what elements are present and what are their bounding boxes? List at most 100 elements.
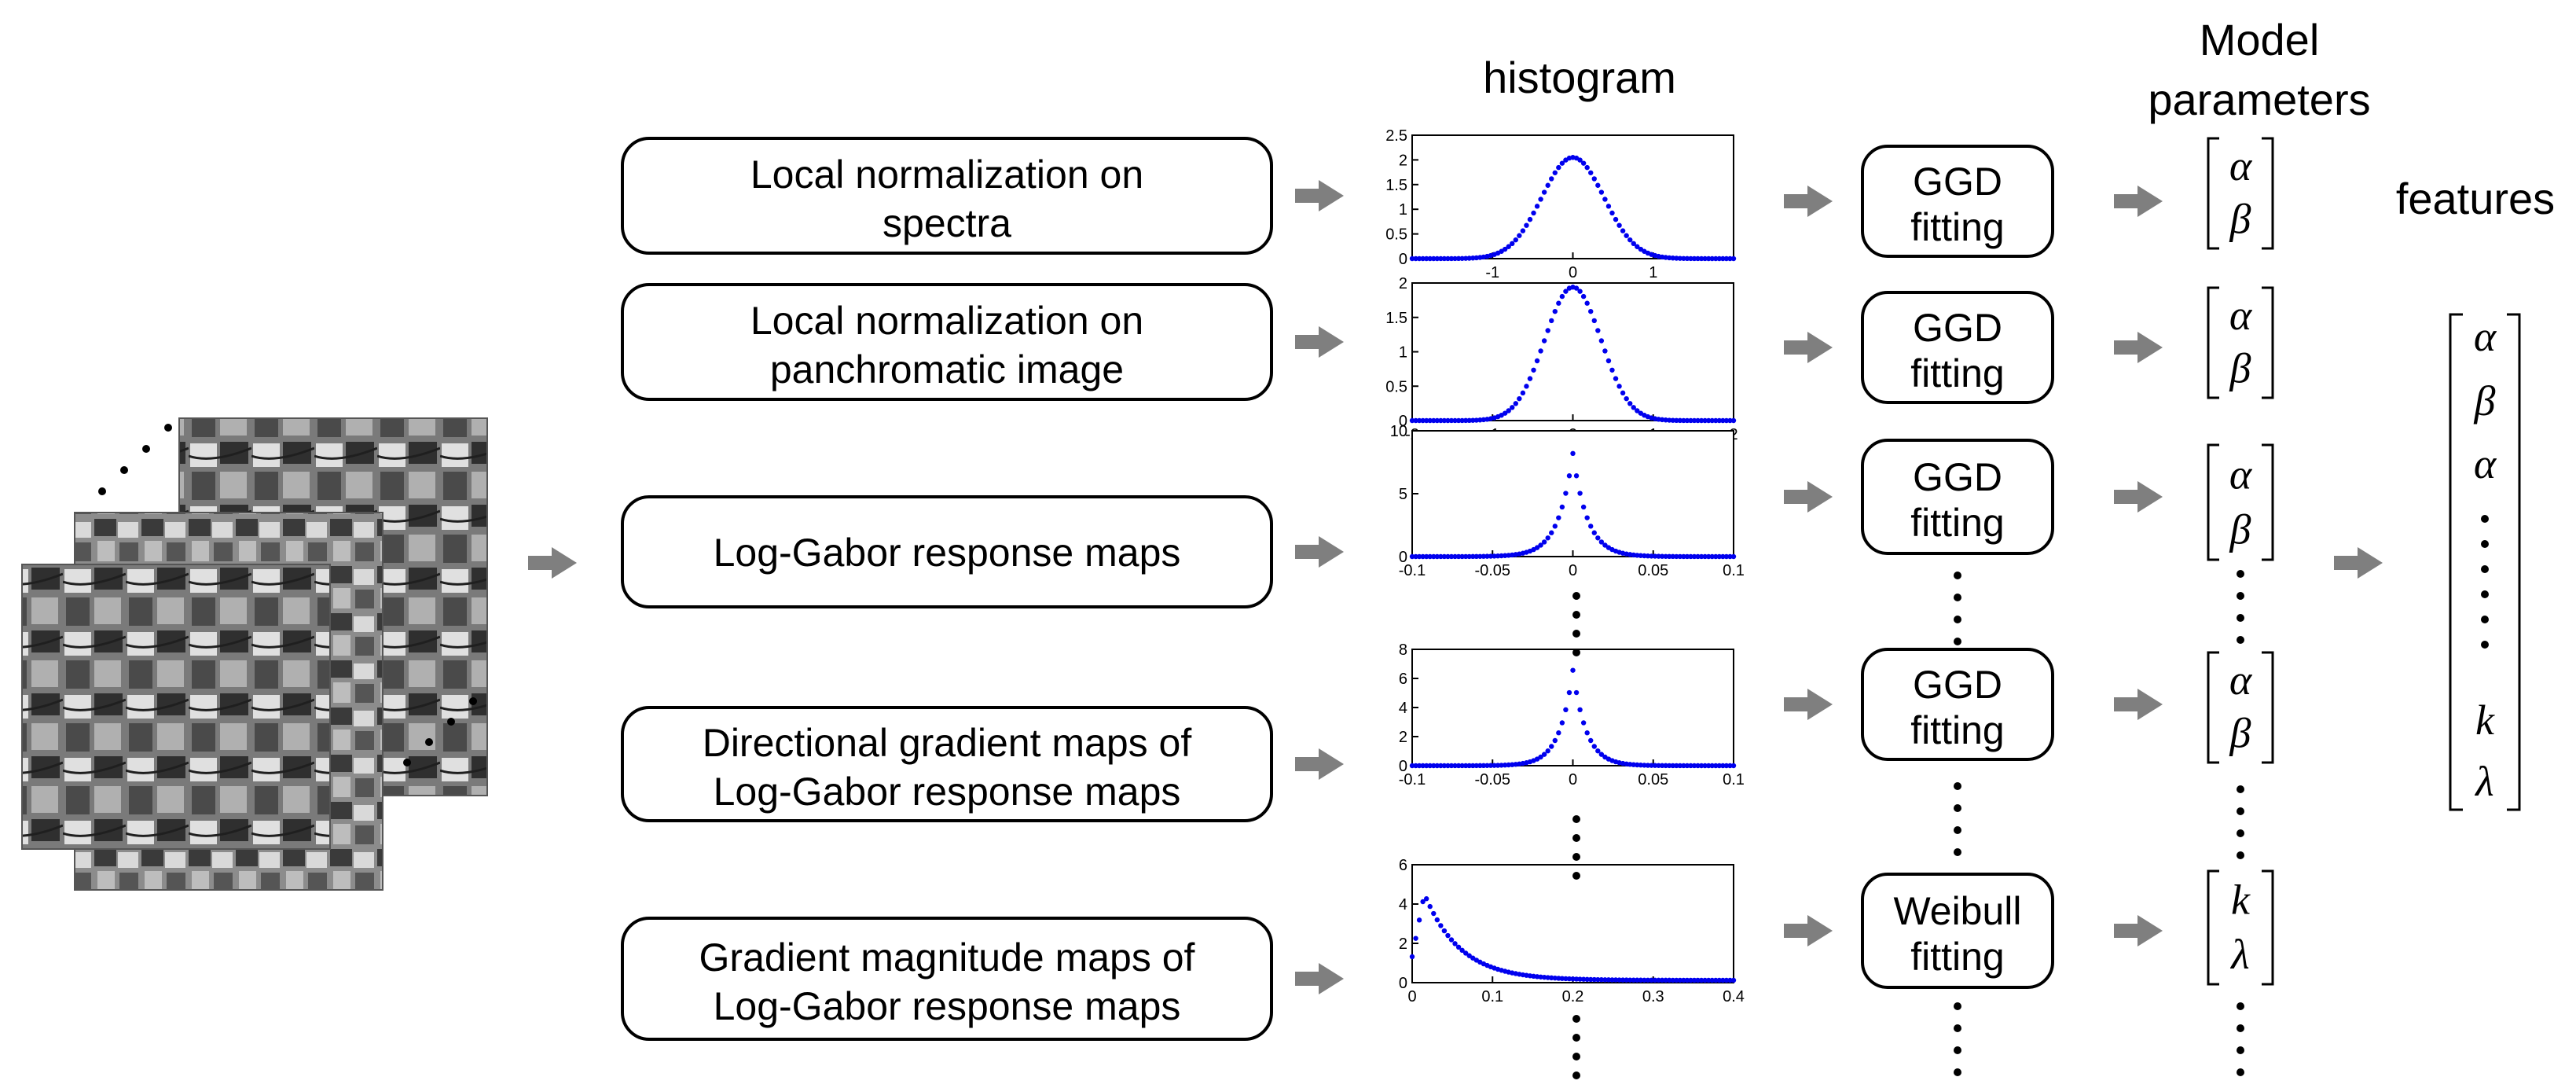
x-tick-label: 0 bbox=[1407, 988, 1416, 1005]
fitting-label-line1: Weibull bbox=[1893, 889, 2021, 933]
histogram-header: histogram bbox=[1483, 53, 1676, 102]
histogram-curve bbox=[1409, 285, 1737, 424]
arrow-to-fitting bbox=[1784, 689, 1833, 720]
parameter-symbol: β bbox=[2229, 195, 2251, 242]
fitting-label-line2: fitting bbox=[1910, 351, 2005, 395]
histogram-ellipsis-2 bbox=[1572, 815, 1580, 880]
fitting-label-line2: fitting bbox=[1910, 205, 2005, 249]
parameter-symbol: α bbox=[2229, 656, 2253, 704]
histogram-curve bbox=[1409, 667, 1737, 769]
fitting-label-line1: GGD bbox=[1913, 455, 2002, 499]
satellite-image-front bbox=[21, 564, 331, 850]
parameter-symbol: β bbox=[2229, 709, 2251, 756]
arrow-to-parameters bbox=[2114, 915, 2163, 946]
process-label-line1: Gradient magnitude maps of bbox=[699, 935, 1195, 980]
y-tick-label: 0.5 bbox=[1385, 378, 1407, 395]
x-tick-label: 0.4 bbox=[1723, 988, 1745, 1005]
arrow-to-parameters bbox=[2114, 689, 2163, 720]
y-tick-label: 10 bbox=[1390, 423, 1407, 440]
histogram-ellipsis-1 bbox=[1572, 592, 1580, 656]
parameter-symbol: α bbox=[2229, 450, 2253, 498]
x-tick-label: -0.1 bbox=[1399, 562, 1426, 579]
arrow-to-histogram bbox=[1295, 963, 1344, 994]
x-tick-label: 0.3 bbox=[1642, 988, 1664, 1005]
arrow-to-parameters bbox=[2114, 332, 2163, 363]
x-tick-label: -0.05 bbox=[1474, 771, 1510, 788]
histogram-curve bbox=[1409, 896, 1737, 983]
process-label-line2: spectra bbox=[883, 201, 1011, 245]
arrow-to-features bbox=[2334, 547, 2383, 579]
x-tick-label: 0.1 bbox=[1723, 562, 1745, 579]
y-tick-label: 6 bbox=[1399, 671, 1407, 688]
x-tick-label: -0.05 bbox=[1474, 562, 1510, 579]
y-tick-label: 2 bbox=[1399, 729, 1407, 746]
histogram-curve bbox=[1409, 450, 1737, 560]
histogram-plot: 00.511.52-2-1012 bbox=[1385, 275, 1738, 443]
y-tick-label: 2 bbox=[1399, 275, 1407, 292]
parameter-symbol: λ bbox=[2229, 931, 2249, 978]
feature-ellipsis bbox=[2481, 515, 2489, 649]
feature-bracket-left bbox=[2449, 313, 2463, 811]
fitting-ellipsis-1 bbox=[1954, 572, 1961, 645]
arrow-to-histogram bbox=[1295, 180, 1344, 211]
parameter-ellipsis-1 bbox=[2237, 570, 2244, 644]
x-tick-label: 0.2 bbox=[1562, 988, 1584, 1005]
feature-bracket-right bbox=[2507, 313, 2521, 811]
fitting-label-line2: fitting bbox=[1910, 935, 2005, 979]
model-parameters-header-line2: parameters bbox=[2148, 75, 2370, 124]
y-tick-label: 4 bbox=[1399, 896, 1407, 913]
arrow-images-to-processing bbox=[528, 547, 577, 579]
y-tick-label: 0 bbox=[1399, 413, 1407, 430]
feature-symbol: λ bbox=[2474, 758, 2493, 805]
x-tick-label: 0 bbox=[1569, 562, 1577, 579]
x-tick-label: 0.05 bbox=[1638, 771, 1668, 788]
y-tick-label: 4 bbox=[1399, 700, 1407, 717]
parameter-vector: αβ bbox=[2207, 137, 2274, 250]
y-tick-label: 2 bbox=[1399, 152, 1407, 169]
x-tick-label: 0 bbox=[1569, 771, 1577, 788]
process-label-line2: Log-Gabor response maps bbox=[714, 770, 1181, 814]
y-tick-label: 0.5 bbox=[1385, 226, 1407, 244]
process-label-line1: Local normalization on bbox=[750, 153, 1143, 197]
fitting-label-line2: fitting bbox=[1910, 501, 2005, 545]
process-label-line2: panchromatic image bbox=[770, 347, 1124, 391]
parameter-symbol: α bbox=[2229, 292, 2253, 339]
y-tick-label: 6 bbox=[1399, 857, 1407, 874]
fitting-ellipsis-2 bbox=[1954, 782, 1961, 856]
arrow-to-parameters bbox=[2114, 481, 2163, 513]
process-label-line2: Log-Gabor response maps bbox=[714, 984, 1181, 1028]
y-tick-label: 2 bbox=[1399, 935, 1407, 953]
parameter-vector: αβ bbox=[2207, 443, 2274, 561]
y-tick-label: 1.5 bbox=[1385, 310, 1407, 327]
parameter-symbol: β bbox=[2229, 506, 2251, 553]
process-label-line1: Log-Gabor response maps bbox=[714, 531, 1181, 575]
histogram-ellipsis-3 bbox=[1572, 1015, 1580, 1079]
parameter-vector: kλ bbox=[2207, 869, 2274, 986]
y-tick-label: 1 bbox=[1399, 201, 1407, 219]
features-header: features bbox=[2396, 174, 2555, 223]
y-tick-label: 0 bbox=[1399, 975, 1407, 992]
x-tick-label: 0.05 bbox=[1638, 562, 1668, 579]
process-label-line1: Local normalization on bbox=[750, 299, 1143, 343]
y-tick-label: 5 bbox=[1399, 486, 1407, 503]
y-tick-label: 2.5 bbox=[1385, 127, 1407, 145]
arrow-to-fitting bbox=[1784, 332, 1833, 363]
fitting-label-line2: fitting bbox=[1910, 708, 2005, 752]
feature-symbol: α bbox=[2474, 313, 2497, 360]
y-tick-label: 0 bbox=[1399, 758, 1407, 775]
parameter-symbol: α bbox=[2229, 142, 2253, 189]
parameter-vector: αβ bbox=[2207, 286, 2274, 399]
